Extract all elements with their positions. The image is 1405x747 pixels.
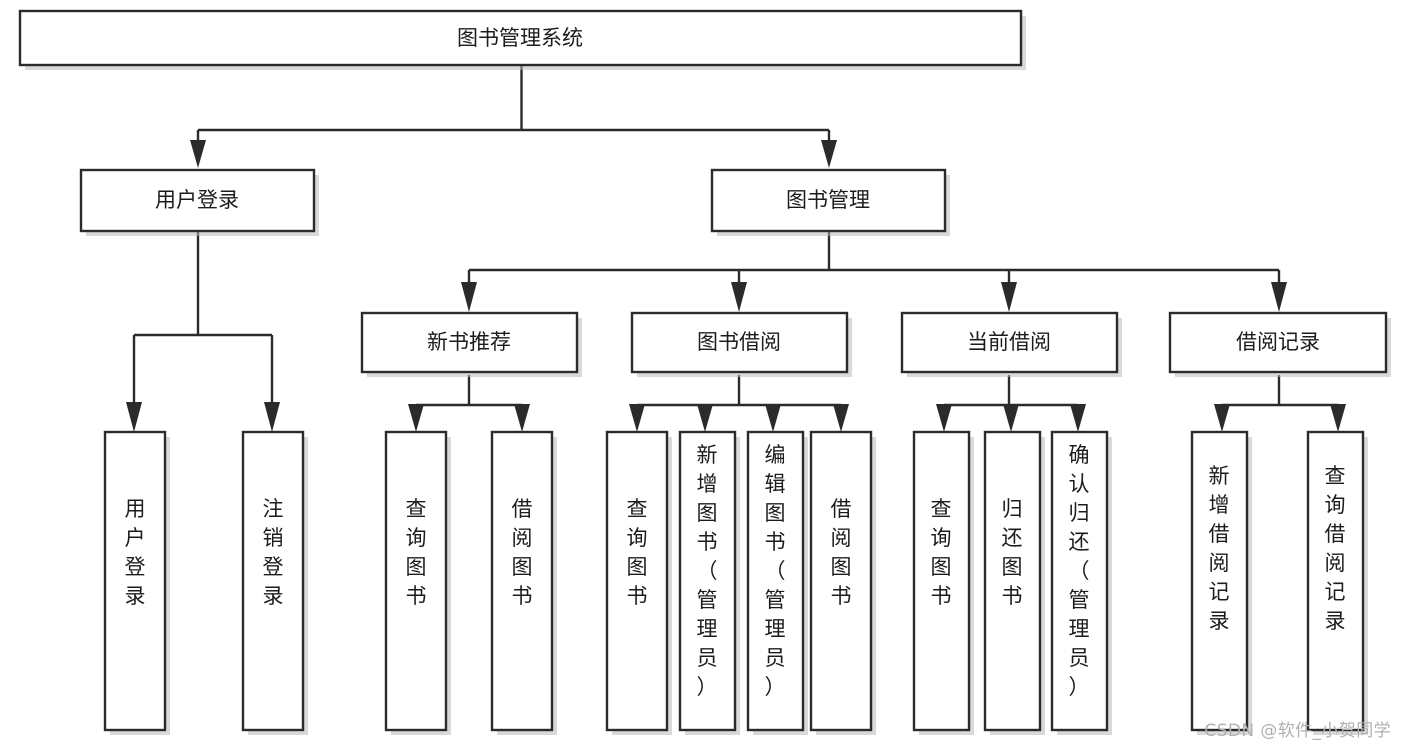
arrow-head-bb-4: [833, 404, 849, 432]
leaf-borrow-record-2[interactable]: 查询借阅记录: [1306, 430, 1368, 735]
leaf-book-borrow-4[interactable]: 借阅图书: [809, 430, 876, 735]
connector-group-book-manage: [461, 232, 1287, 312]
leaf-book-borrow-4-label: 借阅图书: [831, 497, 852, 608]
node-current-borrow-label: 当前借阅: [967, 330, 1051, 354]
arrow-head-user-login: [190, 140, 206, 168]
leaf-user-login-2-label: 注销登录: [263, 497, 284, 608]
leaf-book-borrow-2-label: 新增图书（管理员）: [697, 443, 718, 699]
leaf-book-borrow-3[interactable]: 编辑图书（管理员）: [746, 430, 808, 735]
connector-group-current-borrow: [936, 375, 1086, 432]
leaf-new-book-2[interactable]: 借阅图书: [490, 430, 557, 735]
node-borrow-record[interactable]: 借阅记录: [1168, 311, 1391, 377]
arrow-head-br-1: [1214, 404, 1230, 432]
leaf-user-login-1[interactable]: 用户登录: [103, 430, 170, 735]
node-book-manage[interactable]: 图书管理: [710, 168, 950, 236]
node-book-borrow[interactable]: 图书借阅: [630, 311, 852, 377]
node-new-book-recommend[interactable]: 新书推荐: [360, 311, 582, 377]
connector-group-user-login: [126, 232, 280, 432]
node-root[interactable]: 图书管理系统: [18, 9, 1026, 70]
connector-group-borrow-record: [1214, 375, 1346, 432]
arrow-head-borrow-record: [1271, 282, 1287, 312]
arrow-head-bb-1: [629, 404, 645, 432]
arrow-head-nb-1: [408, 404, 424, 432]
node-book-borrow-label: 图书借阅: [697, 330, 781, 354]
node-user-login[interactable]: 用户登录: [79, 168, 319, 236]
connector-group-root: [190, 66, 837, 168]
leaf-user-login-2[interactable]: 注销登录: [241, 430, 308, 735]
leaf-book-borrow-2[interactable]: 新增图书（管理员）: [678, 430, 740, 735]
arrow-head-book-borrow: [731, 282, 747, 312]
leaf-book-borrow-1-label: 查询图书: [627, 497, 648, 608]
leaf-book-borrow-3-label: 编辑图书（管理员）: [765, 443, 786, 699]
arrow-head-bb-3: [765, 404, 781, 432]
leaf-current-borrow-2[interactable]: 归还图书: [983, 430, 1045, 735]
leaf-new-book-2-label: 借阅图书: [512, 497, 533, 608]
arrow-head-bb-2: [697, 404, 713, 432]
connector-group-new-book: [408, 375, 530, 432]
node-user-login-label: 用户登录: [155, 188, 239, 212]
node-root-label: 图书管理系统: [457, 26, 583, 50]
leaf-new-book-1-label: 查询图书: [406, 497, 427, 608]
node-borrow-record-label: 借阅记录: [1236, 330, 1320, 354]
arrow-head-leaf-zxdl: [264, 402, 280, 432]
arrow-head-current-borrow: [1001, 282, 1017, 312]
leaf-borrow-record-2-label: 查询借阅记录: [1325, 464, 1346, 633]
arrow-head-cb-1: [936, 404, 952, 432]
arrow-head-new-book: [461, 282, 477, 312]
node-book-manage-label: 图书管理: [786, 188, 870, 212]
arrow-head-cb-3: [1070, 404, 1086, 432]
leaf-current-borrow-3[interactable]: 确认归还（管理员）: [1050, 430, 1112, 735]
leaf-current-borrow-1-label: 查询图书: [931, 497, 952, 608]
arrow-head-book-manage: [821, 140, 837, 168]
node-current-borrow[interactable]: 当前借阅: [900, 311, 1122, 377]
leaf-new-book-1[interactable]: 查询图书: [384, 430, 451, 735]
leaf-current-borrow-3-label: 确认归还（管理员）: [1069, 443, 1090, 699]
leaf-borrow-record-1-label: 新增借阅记录: [1209, 464, 1230, 633]
leaf-current-borrow-2-label: 归还图书: [1002, 497, 1023, 608]
leaf-borrow-record-1[interactable]: 新增借阅记录: [1190, 430, 1252, 735]
node-new-book-recommend-label: 新书推荐: [427, 330, 511, 354]
leaf-user-login-1-label: 用户登录: [125, 497, 146, 608]
arrow-head-nb-2: [514, 404, 530, 432]
arrow-head-leaf-yhdl: [126, 402, 142, 432]
leaf-book-borrow-1[interactable]: 查询图书: [605, 430, 672, 735]
leaf-current-borrow-1[interactable]: 查询图书: [912, 430, 974, 735]
connector-group-book-borrow: [629, 375, 849, 432]
arrow-head-cb-2: [1003, 404, 1019, 432]
arrow-head-br-2: [1330, 404, 1346, 432]
